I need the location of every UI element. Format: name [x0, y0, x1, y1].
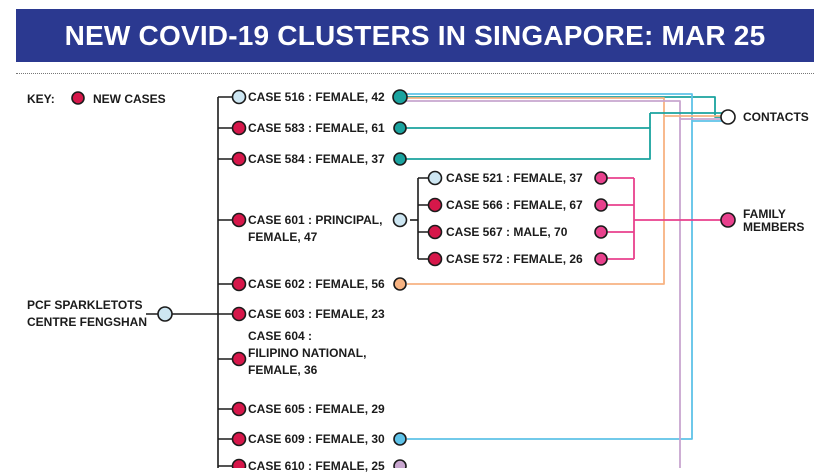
case-603-dot [231, 306, 247, 322]
case-566-label: CASE 566 : FEMALE, 67 [446, 198, 583, 212]
case-572-label: CASE 572 : FEMALE, 26 [446, 252, 583, 266]
case-516-label-line: CASE 516 : FEMALE, 42 [248, 89, 385, 104]
case-603-label: CASE 603 : FEMALE, 23 [248, 306, 385, 323]
case-584-label-line: CASE 584 : FEMALE, 37 [248, 151, 385, 166]
case-572-family-dot [594, 252, 608, 266]
case-567-label: CASE 567 : MALE, 70 [446, 225, 568, 239]
case-604-label-line: CASE 604 : [248, 328, 313, 343]
case-609-link-dot [393, 432, 407, 446]
case-516-dot [231, 89, 247, 105]
case-566-dot [427, 197, 443, 213]
family-members-label: FAMILY MEMBERS [743, 208, 804, 234]
case-602-label: CASE 602 : FEMALE, 56 [248, 276, 385, 293]
case-521-label: CASE 521 : FEMALE, 37 [446, 171, 583, 185]
page-title: NEW COVID-19 CLUSTERS IN SINGAPORE: MAR … [64, 19, 766, 51]
link-line-583-584 [406, 127, 651, 160]
case-601-dot [231, 212, 247, 228]
case-605-dot [231, 401, 247, 417]
case-609-label-line: CASE 609 : FEMALE, 30 [248, 431, 385, 446]
case-583-label-line: CASE 583 : FEMALE, 61 [248, 120, 385, 135]
case-604-label-line: FILIPINO NATIONAL, [248, 345, 367, 360]
case-602-label-line: CASE 602 : FEMALE, 56 [248, 276, 385, 291]
source-cluster-dot [157, 306, 173, 322]
case-601-label: CASE 601 : PRINCIPAL, FEMALE, 47 [248, 212, 382, 246]
key-new-cases-label: NEW CASES [93, 92, 166, 106]
case-521-family-dot [594, 171, 608, 185]
case-516-link-dot [392, 89, 408, 105]
link-line-610-contacts [406, 100, 681, 468]
case-584-dot [231, 151, 247, 167]
contacts-label: CONTACTS [743, 110, 809, 124]
source-cluster-label: PCF SPARKLETOTS CENTRE FENGSHAN [27, 297, 147, 331]
case-601-label-line: FEMALE, 47 [248, 230, 318, 244]
case-583-label: CASE 583 : FEMALE, 61 [248, 120, 385, 137]
case-604-label-line: FEMALE, 36 [248, 362, 318, 377]
case-604-dot [231, 351, 247, 367]
family-line-2: MEMBERS [743, 220, 805, 234]
case-584-link-dot [393, 152, 407, 166]
case-610-dot [231, 458, 247, 468]
link-line-516-contacts [406, 96, 722, 118]
link-line-602-contacts [406, 97, 665, 285]
case-604-label: CASE 604 : FILIPINO NATIONAL, FEMALE, 36 [248, 328, 366, 379]
key-label: KEY: [27, 92, 55, 106]
case-521-dot [427, 170, 443, 186]
case-583-dot [231, 120, 247, 136]
case-602-dot [231, 276, 247, 292]
source-line-1: PCF SPARKLETOTS [27, 298, 143, 312]
family-members-node [720, 212, 736, 228]
dotted-separator [16, 73, 814, 74]
key-new-case-dot [71, 91, 85, 105]
family-line-1: FAMILY [743, 207, 786, 221]
case-601-link-dot [392, 212, 408, 228]
case-572-dot [427, 251, 443, 267]
link-line-609-contacts [406, 93, 693, 440]
case-609-dot [231, 431, 247, 447]
case-566-family-dot [594, 198, 608, 212]
case-567-dot [427, 224, 443, 240]
case-605-label-line: CASE 605 : FEMALE, 29 [248, 401, 385, 416]
case-603-label-line: CASE 603 : FEMALE, 23 [248, 306, 385, 321]
case-567-family-dot [594, 225, 608, 239]
case-605-label: CASE 605 : FEMALE, 29 [248, 401, 385, 418]
contacts-node [720, 109, 736, 125]
case-609-label: CASE 609 : FEMALE, 30 [248, 431, 385, 448]
title-banner: NEW COVID-19 CLUSTERS IN SINGAPORE: MAR … [16, 9, 814, 62]
case-610-link-dot [393, 459, 407, 468]
case-584-label: CASE 584 : FEMALE, 37 [248, 151, 385, 168]
case-583-link-dot [393, 121, 407, 135]
case-602-link-dot [393, 277, 407, 291]
case-601-label-line: CASE 601 : PRINCIPAL, [248, 213, 383, 227]
case-516-label: CASE 516 : FEMALE, 42 [248, 89, 385, 106]
source-line-2: CENTRE FENGSHAN [27, 315, 148, 329]
